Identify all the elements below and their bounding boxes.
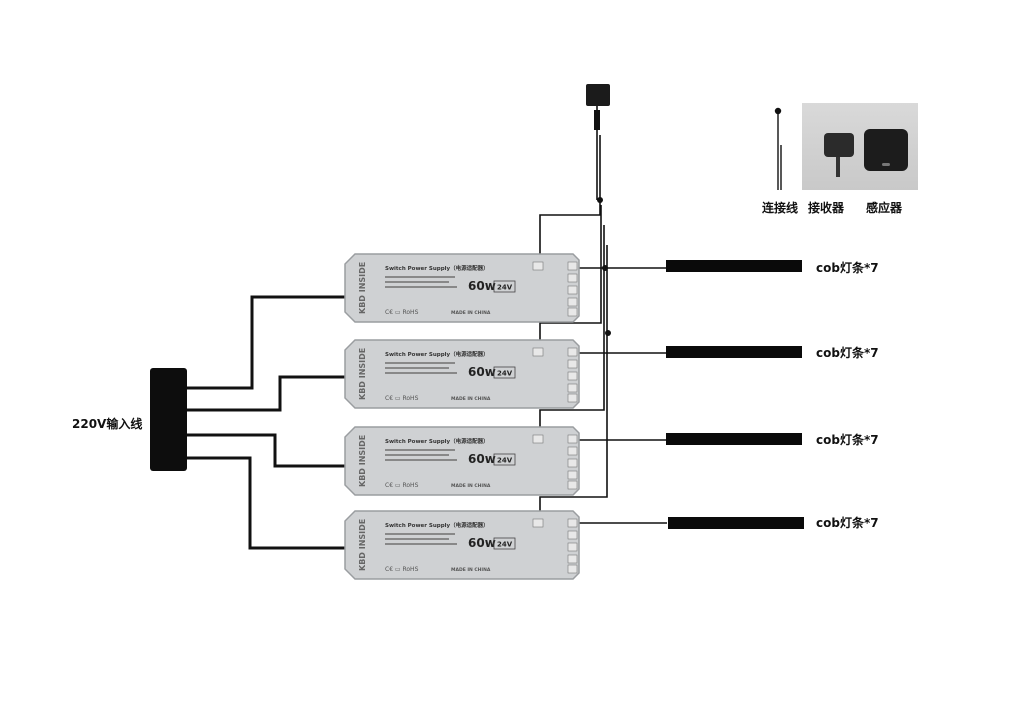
supply-terminal	[567, 518, 578, 528]
supply-title: Switch Power Supply（电源适配器）	[385, 350, 489, 358]
supply-certifications: C€ ▭ RoHS	[385, 482, 419, 489]
supply-voltage-box	[493, 537, 516, 550]
supply-voltage-box	[493, 453, 516, 466]
supply-terminal	[567, 383, 578, 393]
led-strip	[666, 433, 802, 445]
supply-terminal	[567, 434, 578, 444]
supply-terminal	[567, 273, 578, 283]
supply-terminal	[532, 261, 544, 271]
led-strip-label: cob灯条*7	[816, 261, 879, 275]
supply-made-in: MADE IN CHINA	[451, 483, 491, 489]
signal-cable	[539, 106, 608, 520]
supply-spec-lines	[385, 543, 457, 545]
supply-terminal	[532, 434, 544, 444]
cable-junction	[597, 197, 603, 203]
supply-terminal	[567, 458, 578, 468]
supply-body	[344, 339, 580, 409]
power-supply-3: KBD INSIDE Switch Power Supply（电源适配器） 60…	[344, 426, 580, 496]
supply-spec-lines	[385, 538, 449, 540]
output-wires	[575, 267, 667, 524]
supply-terminal	[567, 542, 578, 552]
supply-terminal	[567, 307, 578, 317]
supply-wattage: 60w	[468, 536, 496, 550]
sensor-icon	[864, 129, 908, 171]
supply-spec-lines	[385, 454, 449, 456]
legend-cable-icon	[774, 107, 782, 190]
supply-spec-lines	[385, 533, 455, 535]
supply-wattage: 60w	[468, 452, 496, 466]
supply-terminal	[567, 530, 578, 540]
sensor-plug	[594, 110, 600, 130]
supply-terminal	[567, 393, 578, 403]
supply-voltage: 24V	[497, 284, 513, 292]
supply-spec-lines	[385, 286, 457, 288]
supply-spec-lines	[385, 449, 455, 451]
cable-junction	[605, 330, 611, 336]
supply-terminal	[532, 347, 544, 357]
supply-terminal	[567, 564, 578, 574]
supply-voltage: 24V	[497, 370, 513, 378]
sensor-module	[586, 84, 610, 106]
supply-certifications: C€ ▭ RoHS	[385, 309, 419, 316]
legend-cable-label: 连接线	[762, 201, 799, 215]
supply-voltage-box	[493, 280, 516, 293]
supply-body	[344, 426, 580, 496]
supply-brand: KBD INSIDE	[358, 262, 367, 314]
supply-spec-lines	[385, 276, 455, 278]
supply-title: Switch Power Supply（电源适配器）	[385, 264, 489, 272]
led-strip	[666, 346, 802, 358]
power-supply-2: KBD INSIDE Switch Power Supply（电源适配器） 60…	[344, 339, 580, 409]
supply-wattage: 60w	[468, 279, 496, 293]
supply-spec-lines	[385, 281, 449, 283]
supply-terminal	[567, 347, 578, 357]
sensor-indicator	[882, 163, 890, 166]
supply-made-in: MADE IN CHINA	[451, 396, 491, 402]
supply-terminal	[567, 297, 578, 307]
supply-voltage-box	[493, 366, 516, 379]
supply-voltage: 24V	[497, 541, 513, 549]
supply-terminal	[567, 261, 578, 271]
supply-spec-lines	[385, 372, 457, 374]
mains-junction-box	[150, 368, 187, 471]
supply-terminal	[567, 285, 578, 295]
supply-terminal	[567, 446, 578, 456]
supply-wattage: 60w	[468, 365, 496, 379]
supply-made-in: MADE IN CHINA	[451, 310, 491, 316]
led-strip-label: cob灯条*7	[816, 516, 879, 530]
supply-title: Switch Power Supply（电源适配器）	[385, 521, 489, 529]
supply-terminal	[567, 480, 578, 490]
supply-title: Switch Power Supply（电源适配器）	[385, 437, 489, 445]
supply-spec-lines	[385, 362, 455, 364]
led-strip-label: cob灯条*7	[816, 433, 879, 447]
power-supply-1: KBD INSIDE Switch Power Supply（电源适配器） 60…	[344, 253, 580, 323]
receiver-icon	[824, 133, 854, 157]
mains-input-label: 220V输入线	[72, 417, 143, 431]
supply-spec-lines	[385, 367, 449, 369]
supply-body	[344, 510, 580, 580]
supply-brand: KBD INSIDE	[358, 348, 367, 400]
supply-spec-lines	[385, 459, 457, 461]
supply-terminal	[567, 359, 578, 369]
power-supply-4: KBD INSIDE Switch Power Supply（电源适配器） 60…	[344, 510, 580, 580]
supply-voltage: 24V	[497, 457, 513, 465]
supply-body	[344, 253, 580, 323]
legend-sensor-label: 感应器	[866, 201, 903, 215]
supply-terminal	[567, 470, 578, 480]
supply-certifications: C€ ▭ RoHS	[385, 395, 419, 402]
supply-terminal	[567, 554, 578, 564]
supply-terminal	[532, 518, 544, 528]
supply-brand: KBD INSIDE	[358, 435, 367, 487]
led-strip	[668, 517, 804, 529]
legend-receiver-label: 接收器	[808, 201, 845, 215]
mains-wires	[187, 295, 345, 550]
led-strip	[666, 260, 802, 272]
supply-terminal	[567, 371, 578, 381]
led-strip-label: cob灯条*7	[816, 346, 879, 360]
receiver-sensor-photo	[802, 103, 918, 190]
supply-brand: KBD INSIDE	[358, 519, 367, 571]
receiver-lead	[836, 157, 840, 177]
supply-made-in: MADE IN CHINA	[451, 567, 491, 573]
supply-certifications: C€ ▭ RoHS	[385, 566, 419, 573]
